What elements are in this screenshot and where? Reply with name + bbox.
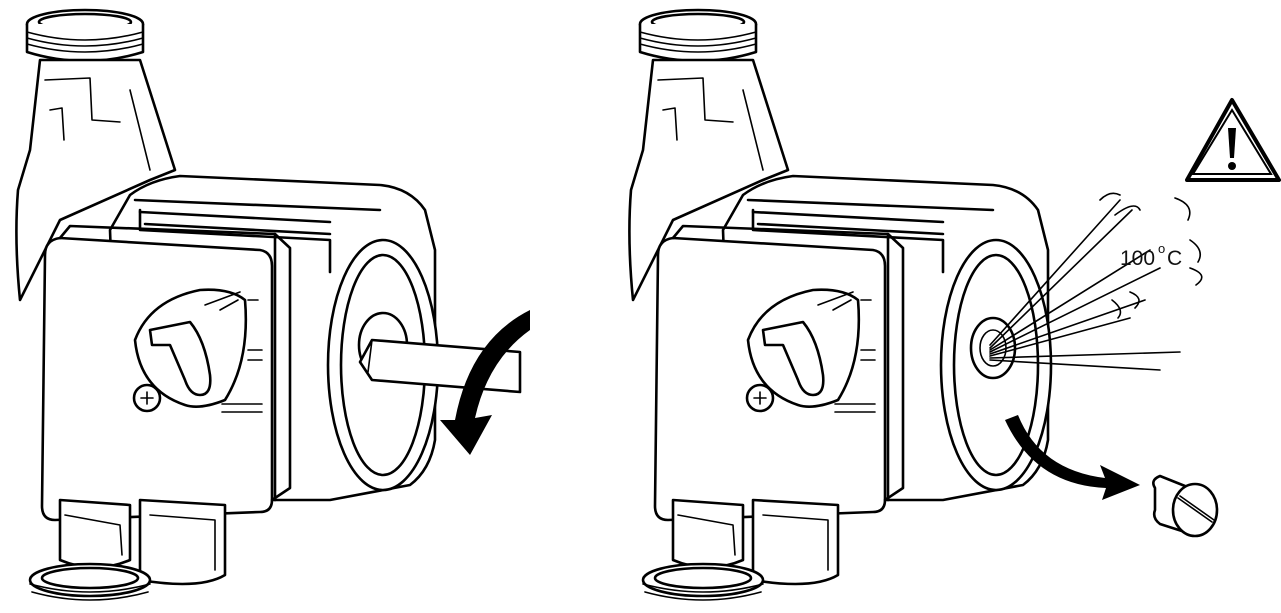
temperature-label: 100 o C bbox=[1120, 241, 1182, 270]
pump-illustration-left bbox=[15, 8, 530, 602]
warning-triangle-icon bbox=[1185, 98, 1281, 182]
rotation-arrow bbox=[440, 310, 530, 455]
temperature-value: 100 bbox=[1120, 247, 1155, 270]
pump-illustration-right: 100 o C bbox=[628, 8, 1281, 602]
hot-water-spray bbox=[989, 192, 1203, 371]
remove-screw-arrow bbox=[1005, 415, 1140, 500]
vent-screw bbox=[1152, 474, 1219, 538]
temperature-degree: o bbox=[1158, 241, 1165, 256]
temperature-unit: C bbox=[1167, 247, 1182, 270]
